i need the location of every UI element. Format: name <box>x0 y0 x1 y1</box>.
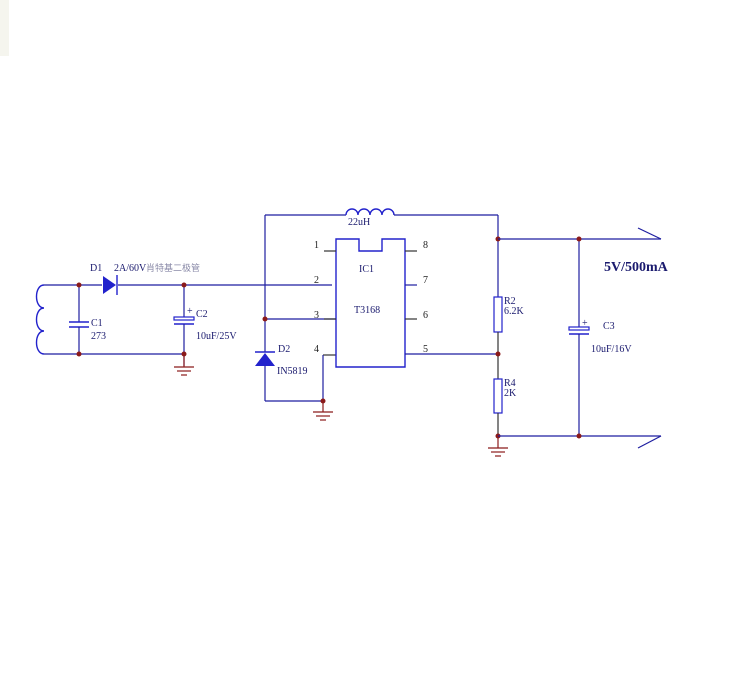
inductor-value: 22uH <box>348 217 370 228</box>
junction <box>76 351 82 357</box>
ground-symbol-c2 <box>174 354 194 376</box>
ic1-body <box>324 238 417 368</box>
pin-4-label: 4 <box>314 344 319 355</box>
pin-7-label: 7 <box>423 275 428 286</box>
r4-ref: R4 <box>504 378 516 389</box>
c1-value: 273 <box>91 331 106 342</box>
c3-polarity: + <box>582 318 588 329</box>
junction <box>576 236 582 242</box>
ic1-part: T3168 <box>354 305 380 316</box>
pin-6-label: 6 <box>423 310 428 321</box>
output-terminal-negative <box>637 435 662 449</box>
junction <box>181 351 187 357</box>
junction <box>576 433 582 439</box>
c2-value: 10uF/25V <box>196 331 237 342</box>
capacitor-c3 <box>568 239 590 436</box>
junction <box>495 351 501 357</box>
pin-2-label: 2 <box>314 275 319 286</box>
capacitor-c1 <box>69 285 89 354</box>
pin-5-label: 5 <box>423 344 428 355</box>
resistor-r4 <box>493 378 503 414</box>
ground-symbol-ic <box>313 401 333 421</box>
ground-symbol-output <box>488 436 508 457</box>
c3-value: 10uF/16V <box>591 344 632 355</box>
r4-value: 2K <box>504 388 517 399</box>
output-label: 5V/500mA <box>604 260 669 275</box>
resistor-r2 <box>493 296 503 333</box>
d2-ref: D2 <box>278 344 290 355</box>
corner-strip <box>0 0 9 56</box>
ic1-ref: IC1 <box>359 264 374 275</box>
junction <box>76 282 82 288</box>
c2-ref: C2 <box>196 309 208 320</box>
d2-value: IN5819 <box>277 366 308 377</box>
r2-value: 6.2K <box>504 306 525 317</box>
c2-polarity: + <box>187 306 193 317</box>
pin-1-label: 1 <box>314 240 319 251</box>
junction <box>181 282 187 288</box>
input-coil <box>35 284 45 355</box>
d1-description: 肖特基二极管 <box>146 262 200 274</box>
inductor-22uh <box>345 208 395 216</box>
diode-d2 <box>255 351 275 401</box>
c1-ref: C1 <box>91 318 103 329</box>
r2-ref: R2 <box>504 296 516 307</box>
junction <box>262 316 268 322</box>
diode-d1 <box>103 275 118 295</box>
c3-ref: C3 <box>603 321 615 332</box>
pin-3-label: 3 <box>314 310 319 321</box>
d1-value: 2A/60V <box>114 263 147 274</box>
pin-8-label: 8 <box>423 240 428 251</box>
d1-ref: D1 <box>90 263 102 274</box>
output-terminal-positive <box>637 227 662 240</box>
